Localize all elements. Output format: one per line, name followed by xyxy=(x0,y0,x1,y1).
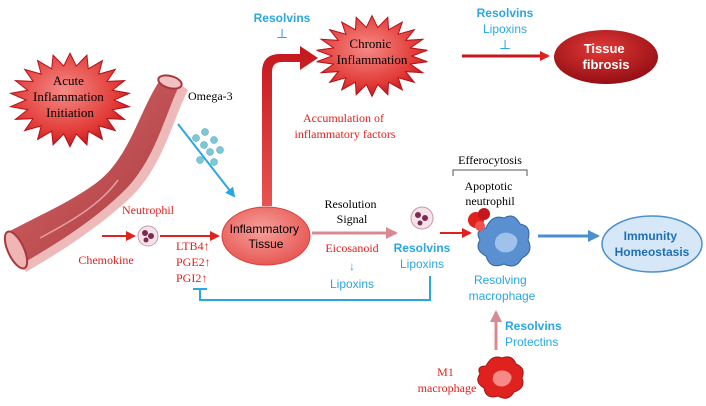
resolvins-fibrosis-label: Resolvins xyxy=(477,6,534,20)
feedback-inhibition-line xyxy=(199,276,431,301)
fibrosis-label-2: fibrosis xyxy=(583,57,630,72)
chemokine-label: Chemokine xyxy=(78,253,133,267)
omega3-arrow xyxy=(177,123,236,198)
acute-label-2: Inflammation xyxy=(33,89,104,104)
tissue-label-2: Tissue xyxy=(249,237,284,251)
blood-vessel xyxy=(3,74,188,272)
accumulation-line-1: Accumulation of xyxy=(303,111,384,125)
svg-text:Resolving macrophage: Resolving macrophage xyxy=(469,273,536,303)
neutrophil-label: Neutrophil xyxy=(122,203,175,217)
resolving-mac-label-1: Resolving xyxy=(474,273,527,287)
svg-text:Inflammatory Tissue: Inflammatory Tissue xyxy=(230,222,303,251)
chronic-label-2: Inflammation xyxy=(337,52,408,67)
svg-text:Chronic Inflammation: Chronic Inflammation xyxy=(337,36,408,67)
omega3-label: Omega-3 xyxy=(188,89,233,103)
ltb4-label: LTB4↑ xyxy=(176,239,210,253)
fibrosis-label-1: Tissue xyxy=(584,41,625,56)
apoptotic-label-1: Apoptotic xyxy=(465,179,513,193)
tissue-label-1: Inflammatory xyxy=(230,222,299,236)
svg-text:Immunity Homeostasis: Immunity Homeostasis xyxy=(615,229,690,259)
protectins-label: Protectins xyxy=(505,335,558,349)
tissue-fibrosis-node: Tissue fibrosis xyxy=(554,30,658,84)
resolving-mac-label-2: macrophage xyxy=(469,289,536,303)
acute-label-1: Acute xyxy=(53,73,84,88)
resolvins-mid-label: Resolvins xyxy=(394,241,451,255)
chronic-inflammation-node: Chronic Inflammation xyxy=(316,14,428,98)
eicosanoid-label: Eicosanoid xyxy=(325,241,378,255)
svg-text:Apoptotic neutrophil: Apoptotic neutrophil xyxy=(465,179,516,208)
svg-text:Accumulation of inflammato: Accumulation of inflammatory factors xyxy=(295,111,396,141)
resolution-signal-2: Signal xyxy=(337,212,368,226)
efferocytosis-bracket xyxy=(452,169,528,176)
lipoxins-mid-label: Lipoxins xyxy=(400,257,444,271)
chronic-label-1: Chronic xyxy=(349,36,391,51)
resolving-macrophage-cell xyxy=(468,208,531,267)
immunity-homeostasis-node: Immunity Homeostasis xyxy=(601,215,703,273)
omega3-molecules xyxy=(192,128,224,166)
apoptotic-label-2: neutrophil xyxy=(465,194,515,208)
acute-inflammation-node: Acute Inflammation Initiation xyxy=(8,52,132,148)
m1-label-1: M1 xyxy=(437,365,454,379)
resolvins-top-inhibit: ⊥ xyxy=(276,26,288,41)
lipoxins-fibrosis-label: Lipoxins xyxy=(483,22,527,36)
inflammatory-tissue-node: Inflammatory Tissue xyxy=(221,206,311,266)
acute-label-3: Initiation xyxy=(46,105,94,120)
efferocytosis-label: Efferocytosis xyxy=(458,153,522,167)
fibrosis-inhibit: ⊥ xyxy=(499,37,511,52)
immunity-label-1: Immunity xyxy=(624,229,678,243)
pge2-label: PGE2↑ xyxy=(176,255,211,269)
chronic-transition-arrow xyxy=(262,46,318,206)
svg-text:Resolution Signal: Resolution Signal xyxy=(324,197,379,226)
svg-text:M1 macrophage: M1 macrophage xyxy=(418,365,477,395)
immunity-label-2: Homeostasis xyxy=(615,245,690,259)
accumulation-line-2: inflammatory factors xyxy=(295,127,396,141)
m1-macrophage-cell xyxy=(477,356,524,399)
eicosanoid-arrow: ↓ xyxy=(349,259,355,273)
svg-text:Acute Inflammation: Acute Inflammation Initiation xyxy=(33,73,107,120)
m1-label-2: macrophage xyxy=(418,381,477,395)
lipoxins-lower-label: Lipoxins xyxy=(330,277,374,291)
resolution-signal-1: Resolution xyxy=(324,197,376,211)
neutrophil-cell xyxy=(137,225,159,247)
resolvins-top-label: Resolvins xyxy=(254,11,311,25)
svg-text:Tissue fibrosis: Tissue fibrosis xyxy=(583,41,630,72)
pgi2-label: PGI2↑ xyxy=(176,271,207,285)
resolvins-bottom-label: Resolvins xyxy=(505,319,562,333)
resolution-neutrophil-cell xyxy=(410,206,434,230)
